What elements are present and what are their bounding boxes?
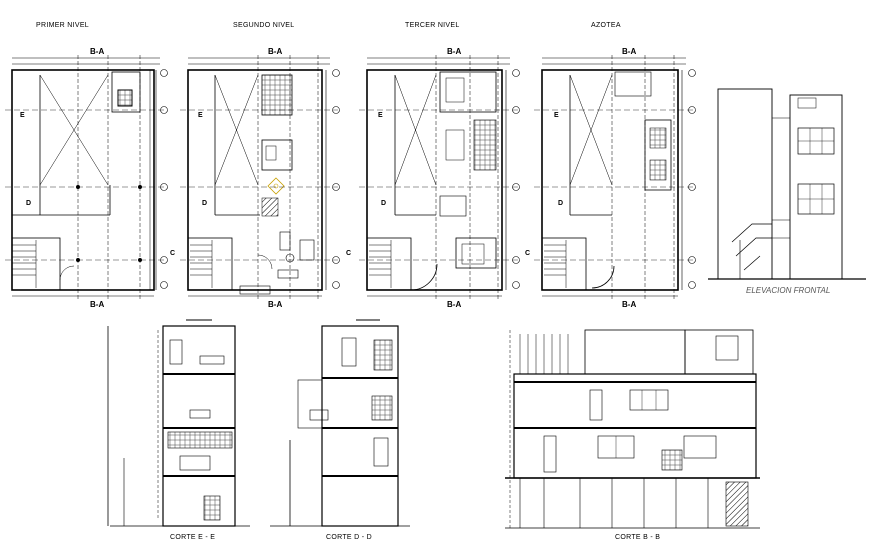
axis-label-top: B-A: [447, 47, 462, 56]
grid-letter-c: C: [525, 250, 531, 257]
axis-label-bottom: B-A: [268, 300, 283, 309]
grid-letter-e: E: [378, 112, 383, 119]
elevation-title: ELEVACION FRONTAL: [746, 286, 831, 295]
grid-letter-c: C: [346, 250, 352, 257]
section-e-e: [107, 319, 250, 527]
plan-primer-nivel: [5, 55, 168, 300]
grid-letter-e: E: [198, 112, 203, 119]
section-d-d: [270, 319, 410, 527]
axis-label-top: B-A: [90, 47, 105, 56]
grid-letter-c: C: [170, 250, 176, 257]
plan-title-segundo-nivel: SEGUNDO NIVEL: [233, 22, 295, 29]
grid-letter-d: D: [26, 200, 32, 207]
axis-label-bottom: B-A: [447, 300, 462, 309]
section-title-e-e: CORTE E - E: [170, 534, 216, 541]
axis-label-top: B-A: [268, 47, 283, 56]
axis-label-bottom: B-A: [622, 300, 637, 309]
section-title-b-b: CORTE B - B: [615, 534, 661, 541]
axis-label-top: B-A: [622, 47, 637, 56]
axis-label-bottom: B-A: [90, 300, 105, 309]
grid-letter-d: D: [202, 200, 208, 207]
grid-letter-d: D: [558, 200, 564, 207]
grid-letter-e: E: [20, 112, 25, 119]
plan-azotea: [534, 55, 696, 300]
section-title-d-d: CORTE D - D: [326, 534, 372, 541]
plan-tercer-nivel: [359, 55, 520, 300]
plan-title-primer-nivel: PRIMER NIVEL: [36, 22, 89, 29]
elevation-frontal: [708, 88, 866, 280]
plan-title-azotea: AZOTEA: [591, 22, 621, 29]
plan-title-tercer-nivel: TERCER NIVEL: [405, 22, 460, 29]
section-b-b: [505, 329, 760, 529]
plan-segundo-nivel: [180, 55, 340, 300]
grid-letter-e: E: [554, 112, 559, 119]
grid-letter-d: D: [381, 200, 387, 207]
